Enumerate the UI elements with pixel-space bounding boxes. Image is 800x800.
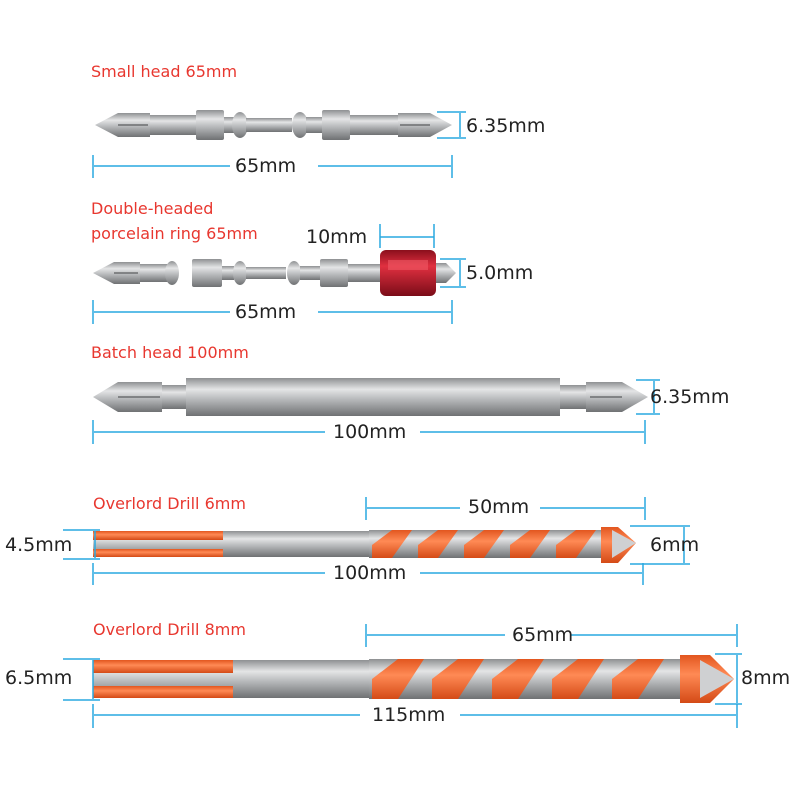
drill-6mm-dimension-lines [63,497,690,585]
batch-head-bit [93,378,648,416]
drill-8mm-length-label: 115mm [372,704,446,726]
small-head-title: Small head 65mm [91,62,238,81]
porcelain-ring-title-line1: Double-headed [91,199,214,218]
small-head-diameter-label: 6.35mm [466,115,546,137]
drill-6mm-length-label: 100mm [333,562,407,584]
batch-head-title: Batch head 100mm [91,343,249,362]
batch-head-diameter-label: 6.35mm [650,386,730,408]
drill-6mm-shank-label: 4.5mm [5,534,73,556]
batch-head-length-label: 100mm [333,421,407,443]
small-head-bit [95,110,452,140]
porcelain-ring-ring-label: 10mm [306,226,368,248]
drill-6mm-tip-label: 6mm [650,534,700,556]
drill-8mm-flute-label: 65mm [512,624,574,646]
small-head-length-label: 65mm [235,155,297,177]
porcelain-ring-diameter-label: 5.0mm [466,262,534,284]
drill-8mm-dimension-lines [63,624,742,728]
porcelain-ring-dimension-lines [92,224,466,324]
drill-8mm-title: Overlord Drill 8mm [93,620,246,639]
drill-6mm-title: Overlord Drill 6mm [93,494,246,513]
overlord-drill-8mm [93,655,734,703]
porcelain-ring-title-line2: porcelain ring 65mm [91,224,258,243]
overlord-drill-6mm [93,527,636,563]
drill-8mm-tip-label: 8mm [741,667,791,689]
batch-head-dimension-lines [92,379,660,444]
porcelain-ring-length-label: 65mm [235,301,297,323]
porcelain-ring-bit [93,250,456,296]
small-head-dimension-lines [92,111,466,178]
drill-6mm-flute-label: 50mm [468,496,530,518]
drill-8mm-shank-label: 6.5mm [5,667,73,689]
